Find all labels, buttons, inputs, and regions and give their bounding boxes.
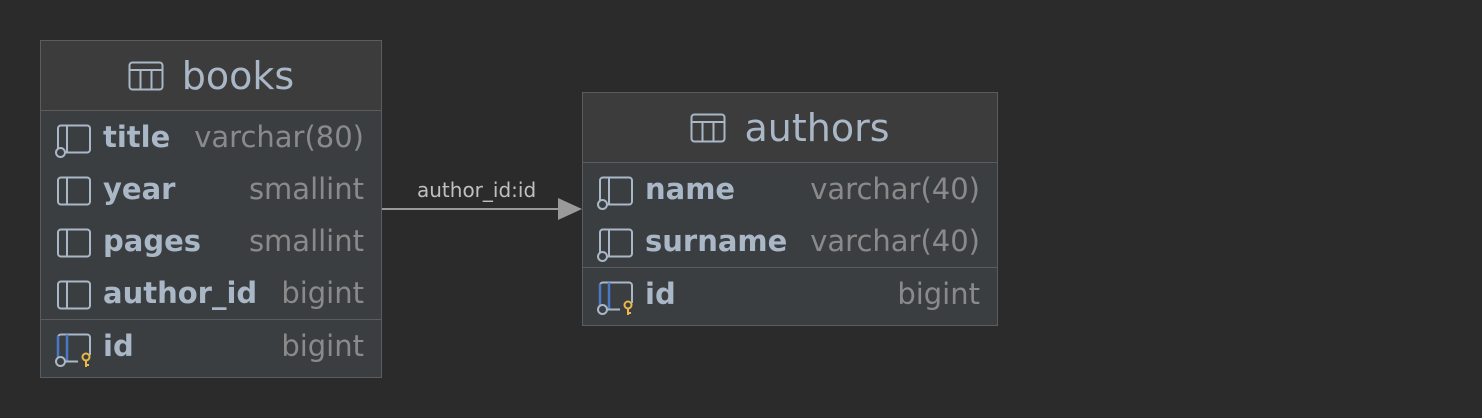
books-column-author-id[interactable]: author_id bigint xyxy=(41,267,381,319)
authors-column-name[interactable]: name varchar(40) xyxy=(583,163,997,215)
column-type: varchar(40) xyxy=(810,224,980,258)
relation-connector[interactable] xyxy=(380,196,585,222)
column-name: author_id xyxy=(103,276,258,310)
column-icon xyxy=(57,176,91,206)
relation-label: author_id:id xyxy=(417,178,537,202)
column-name: id xyxy=(645,277,676,311)
column-name: id xyxy=(103,329,134,363)
column-type: bigint xyxy=(281,276,364,310)
column-type: bigint xyxy=(897,277,980,311)
column-type: varchar(80) xyxy=(194,120,364,154)
nullable-column-icon xyxy=(55,124,91,158)
column-type: smallint xyxy=(248,172,364,206)
authors-column-surname[interactable]: surname varchar(40) xyxy=(583,215,997,267)
column-name: year xyxy=(103,172,176,206)
books-column-id[interactable]: id bigint xyxy=(41,319,381,372)
table-icon xyxy=(128,61,164,90)
column-type: smallint xyxy=(248,224,364,258)
primary-key-icon xyxy=(55,333,92,367)
books-table[interactable]: books title varchar(80) year smallint pa… xyxy=(40,40,382,378)
authors-column-id[interactable]: id bigint xyxy=(583,267,997,320)
authors-table-header: authors xyxy=(583,93,997,163)
column-type: varchar(40) xyxy=(810,172,980,206)
books-column-title[interactable]: title varchar(80) xyxy=(41,111,381,163)
column-icon xyxy=(57,280,91,310)
nullable-column-icon xyxy=(597,228,633,262)
column-name: name xyxy=(645,172,736,206)
books-table-name: books xyxy=(181,53,295,98)
authors-table-name: authors xyxy=(744,105,890,150)
arrowhead-icon xyxy=(558,198,582,220)
books-table-header: books xyxy=(41,41,381,111)
primary-key-icon xyxy=(597,281,634,315)
books-column-pages[interactable]: pages smallint xyxy=(41,215,381,267)
books-column-year[interactable]: year smallint xyxy=(41,163,381,215)
column-name: surname xyxy=(645,224,788,258)
table-icon xyxy=(690,113,726,142)
column-type: bigint xyxy=(281,329,364,363)
authors-table[interactable]: authors name varchar(40) surname varchar… xyxy=(582,92,998,326)
column-name: pages xyxy=(103,224,202,258)
column-icon xyxy=(57,228,91,258)
nullable-column-icon xyxy=(597,176,633,210)
column-name: title xyxy=(103,120,171,154)
